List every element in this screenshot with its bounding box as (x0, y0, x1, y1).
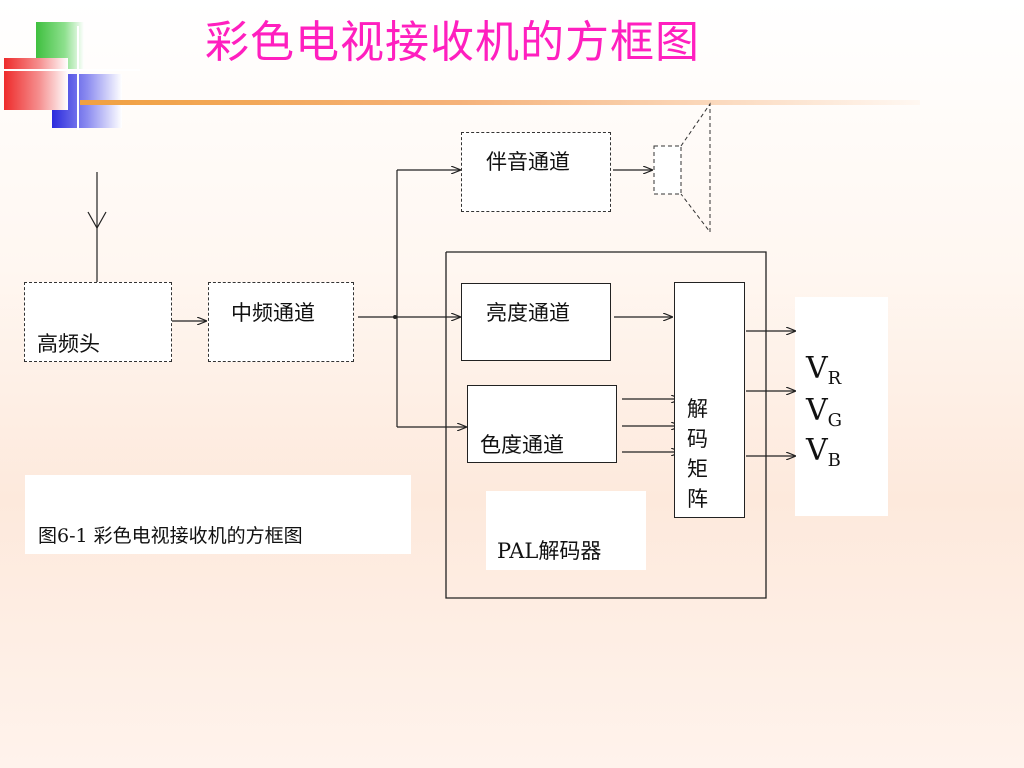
output-vg-sub: G (827, 410, 843, 431)
decode-matrix-char: 码 (687, 427, 708, 451)
chroma-channel-label: 色度通道 (480, 433, 564, 457)
figure-caption: 图6-1 彩色电视接收机的方框图 (38, 525, 303, 547)
output-vb-sub: B (827, 450, 841, 471)
decode-matrix-char: 阵 (687, 487, 708, 511)
decode-matrix-char: 解 (687, 397, 708, 421)
luma-channel-block: 亮度通道 (461, 283, 611, 361)
output-vb-base: V (806, 433, 828, 468)
output-vr-base: V (806, 351, 828, 386)
output-vg: VG (806, 396, 842, 430)
title-rule (80, 100, 920, 105)
pal-decoder-label: PAL解码器 (497, 539, 602, 563)
caption-panel (25, 475, 411, 554)
pal-decoder-label-panel (486, 491, 646, 570)
chroma-channel-block: 色度通道 (467, 385, 617, 463)
output-vb: VB (806, 436, 841, 470)
luma-channel-label: 亮度通道 (486, 301, 570, 325)
audio-channel-label: 伴音通道 (486, 150, 570, 174)
if-channel-block: 中频通道 (208, 282, 354, 362)
output-vr: VR (806, 354, 841, 388)
rf-head-block: 高频头 (24, 282, 172, 362)
decode-matrix-block: 解 码 矩 阵 (674, 282, 745, 518)
page-title: 彩色电视接收机的方框图 (205, 17, 700, 68)
decode-matrix-char: 矩 (687, 457, 708, 481)
if-channel-label: 中频通道 (231, 301, 315, 325)
output-vr-sub: R (827, 368, 842, 389)
output-panel (795, 297, 888, 516)
audio-channel-block: 伴音通道 (461, 132, 611, 212)
output-vg-base: V (806, 393, 828, 428)
rf-head-label: 高频头 (37, 332, 100, 356)
